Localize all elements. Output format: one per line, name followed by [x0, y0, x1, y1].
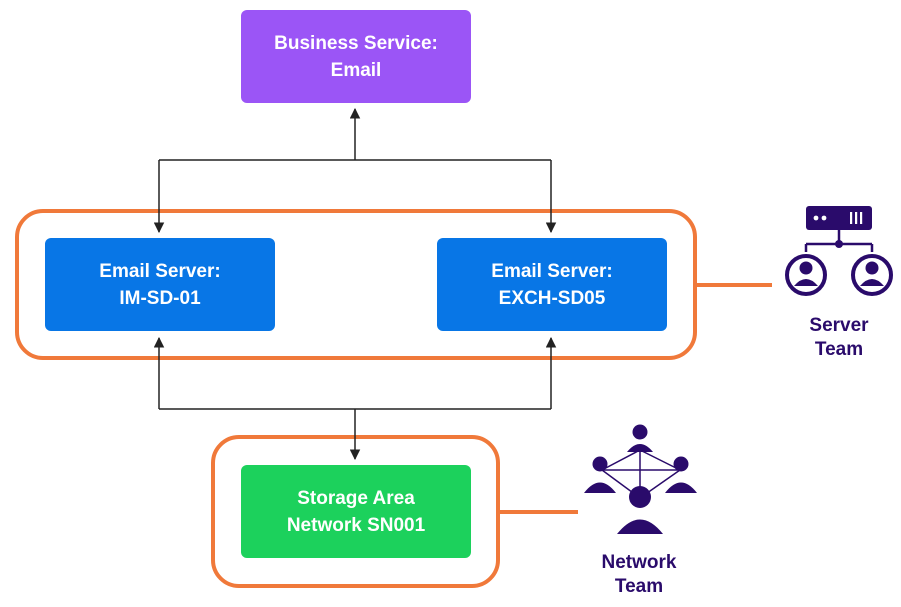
server-team-line1: Server: [809, 315, 869, 336]
business-service-line1: Business Service:: [274, 32, 438, 54]
server-team-line2: Team: [814, 339, 864, 360]
storage-area-network-node: Storage Area Network SN001: [241, 465, 471, 558]
network-team-line1: Network: [601, 552, 677, 573]
storage-line2: Network SN001: [286, 514, 426, 536]
network-team-icon: [584, 424, 697, 534]
email-server-im-sd-01-node: Email Server: IM-SD-01: [45, 238, 275, 331]
lower-connector: [153, 336, 557, 461]
email-server-2-line2: EXCH-SD05: [498, 287, 606, 309]
network-team-line2: Team: [614, 576, 664, 597]
business-service-line2: Email: [330, 59, 382, 81]
email-server-2-line1: Email Server:: [491, 260, 613, 282]
server-team-icon: [785, 206, 893, 296]
business-service-email-node: Business Service: Email: [241, 10, 471, 103]
email-server-1-line2: IM-SD-01: [119, 287, 201, 309]
email-server-1-line1: Email Server:: [99, 260, 221, 282]
network-team-label: Network Team: [579, 551, 699, 599]
storage-line1: Storage Area: [297, 487, 415, 509]
server-team-label: Server Team: [779, 314, 899, 362]
email-server-exch-sd05-node: Email Server: EXCH-SD05: [437, 238, 667, 331]
upper-connector: [153, 107, 557, 234]
